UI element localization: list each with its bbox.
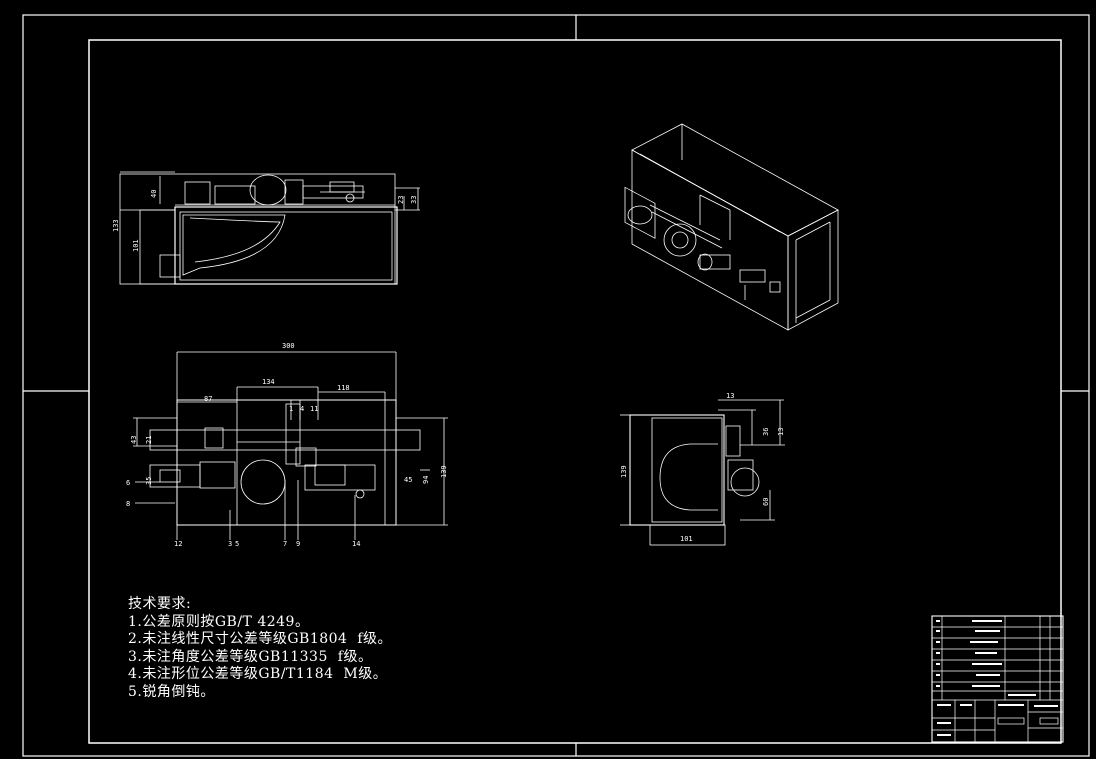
- drawing-border: [22, 14, 1090, 757]
- dim-front-40: 40: [150, 190, 158, 198]
- part-label-12: 12: [174, 540, 182, 548]
- title-block: [931, 615, 1064, 743]
- tech-requirement-3: 3.未注角度公差等级GB11335 f级。: [128, 648, 373, 665]
- tech-requirements-title: 技术要求:: [128, 596, 192, 612]
- part-label-1: 1: [289, 405, 293, 413]
- tech-requirement-4: 4.未注形位公差等级GB/T1184 M级。: [128, 666, 388, 682]
- part-label-8: 8: [126, 500, 130, 508]
- part-label-7: 7: [283, 540, 287, 548]
- dim-top-87: 87: [204, 395, 212, 403]
- dim-side-13-top: 13: [726, 392, 734, 400]
- part-label-4: 4: [300, 405, 304, 413]
- dim-top-134: 134: [262, 378, 275, 386]
- dim-top-139: 139: [440, 465, 448, 478]
- title-block-text-marks: [936, 620, 1058, 736]
- front-view: [119, 171, 420, 285]
- tech-requirement-2: 2.未注线性尺寸公差等级GB1804 f级。: [128, 631, 393, 647]
- dim-side-101: 101: [680, 535, 693, 543]
- part-label-3: 3: [228, 540, 232, 548]
- isometric-view: [624, 123, 839, 331]
- part-label-5: 5: [235, 540, 239, 548]
- tech-requirement-5: 5.锐角倒钝。: [128, 683, 215, 700]
- part-label-14: 14: [352, 540, 360, 548]
- dim-top-43: 43: [130, 436, 138, 444]
- dim-top-21: 21: [145, 436, 153, 444]
- dim-side-139: 139: [620, 465, 628, 478]
- top-view: [133, 351, 448, 540]
- dim-front-23: 23: [397, 196, 405, 204]
- dim-top-118: 118: [337, 384, 350, 392]
- dim-top-300: 300: [282, 342, 295, 350]
- dim-top-94: 94: [422, 476, 430, 484]
- dim-top-45: 45: [404, 476, 412, 484]
- part-label-6: 6: [126, 479, 130, 487]
- dim-side-13-right: 13: [777, 428, 785, 436]
- dim-top-35: 35: [145, 477, 153, 485]
- side-view: [620, 399, 785, 546]
- dim-front-33: 33: [410, 196, 418, 204]
- dim-front-101: 101: [132, 239, 140, 252]
- dim-front-133: 133: [112, 219, 120, 232]
- part-label-11: 11: [310, 405, 318, 413]
- dim-side-36: 36: [762, 428, 770, 436]
- technical-requirements: 技术要求: 1.公差原则按GB/T 4249。 2.未注线性尺寸公差等级GB18…: [128, 596, 392, 701]
- dim-side-60: 60: [762, 498, 770, 506]
- tech-requirement-1: 1.公差原则按GB/T 4249。: [128, 613, 310, 630]
- part-label-9: 9: [296, 540, 300, 548]
